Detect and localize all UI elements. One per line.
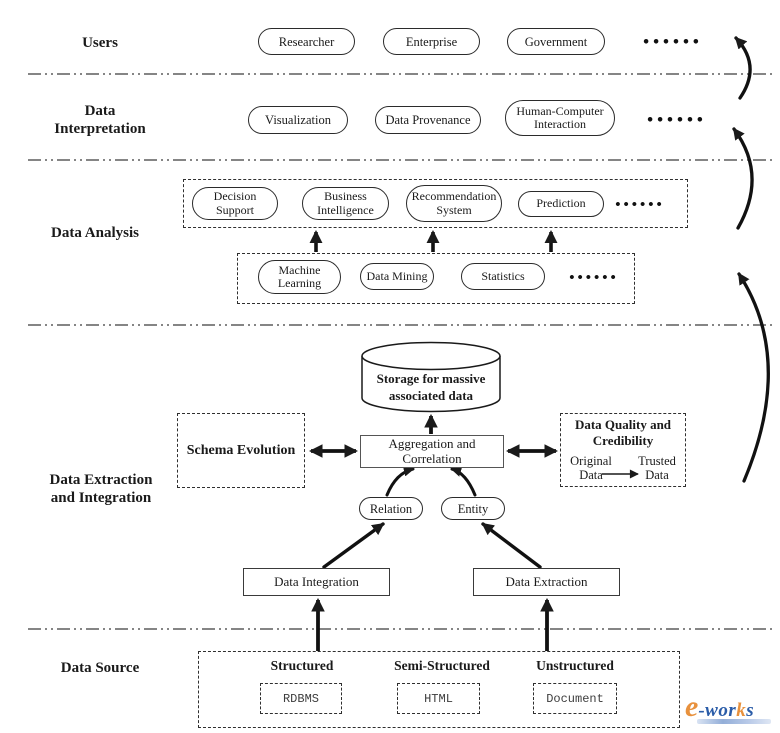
integration-to-relation-arrow	[322, 522, 385, 569]
logo-s: s	[746, 700, 755, 721]
node-aggregation-correlation: Aggregation and Correlation	[360, 435, 504, 468]
node-visualization: Visualization	[248, 106, 348, 134]
node-relation: Relation	[359, 497, 423, 520]
node-schema-evolution: Schema Evolution	[177, 413, 305, 488]
ellipsis-dots-interpretation: ••••••	[647, 109, 707, 129]
extraction-to-entity-arrow	[481, 522, 542, 569]
node-statistics: Statistics	[461, 263, 545, 290]
logo-wor: -wor	[698, 700, 737, 721]
source-category-semi-structured: Semi-Structured	[394, 658, 490, 673]
logo-e: e	[685, 690, 699, 723]
node-entity: Entity	[441, 497, 505, 520]
layer-label-data-analysis: Data Analysis	[51, 225, 139, 241]
node-data-extraction: Data Extraction	[473, 568, 620, 596]
node-data-integration: Data Integration	[243, 568, 390, 596]
layer-divider-lines	[28, 73, 774, 630]
data-quality-box	[560, 413, 686, 487]
node-recommendation-system: Recommendation System	[406, 185, 502, 222]
node-business-intelligence: Business Intelligence	[302, 187, 389, 220]
storage-label: Storage for massive associated data	[376, 371, 486, 403]
analysis-up-arrows	[309, 230, 558, 252]
layer-label-data-interpretation: Data Interpretation	[54, 103, 146, 138]
ellipsis-dots-users: ••••••	[643, 31, 703, 51]
relation-entity-curves	[385, 465, 477, 497]
entity-to-aggregation-arrow	[450, 466, 477, 497]
feedback-arrow-interpretation	[732, 127, 754, 230]
source-category-unstructured: Unstructured	[536, 658, 614, 673]
node-html: HTML	[397, 683, 480, 714]
layer-label-data-extraction-integration: Data Extraction and Integration	[49, 472, 153, 507]
logo-k: k	[736, 700, 747, 721]
layer-label-users: Users	[82, 35, 118, 51]
relation-to-aggregation-arrow	[385, 465, 415, 497]
ellipsis-dots-techniques: ••••••	[569, 269, 619, 286]
node-document: Document	[533, 683, 617, 714]
logo-underline-bar	[697, 719, 771, 724]
node-data-provenance: Data Provenance	[375, 106, 481, 134]
data-quality-title: Data Quality and Credibility	[574, 417, 672, 448]
node-prediction: Prediction	[518, 191, 604, 217]
feedback-arrow-analysis	[737, 272, 770, 483]
layer-label-data-source: Data Source	[60, 660, 140, 676]
node-researcher: Researcher	[258, 28, 355, 55]
storage-cylinder-icon	[361, 341, 501, 413]
feedback-arrow-users	[734, 36, 752, 100]
node-enterprise: Enterprise	[383, 28, 480, 55]
node-machine-learning: Machine Learning	[258, 260, 341, 294]
node-data-mining: Data Mining	[360, 263, 434, 290]
source-category-structured: Structured	[270, 658, 334, 673]
trusted-data-label: Trusted Data	[638, 454, 676, 483]
analysis-applications-box	[183, 179, 688, 228]
ellipsis-dots-applications: ••••••	[615, 196, 665, 213]
node-rdbms: RDBMS	[260, 683, 342, 714]
node-decision-support: Decision Support	[192, 187, 278, 220]
source-up-arrows	[311, 597, 554, 651]
original-data-label: Original Data	[570, 454, 612, 483]
node-human-computer-interaction: Human-Computer Interaction	[505, 100, 615, 136]
feedback-arrow-icons	[732, 36, 770, 483]
data-source-box	[198, 651, 680, 728]
diagonal-arrows	[322, 522, 542, 569]
node-government: Government	[507, 28, 605, 55]
analysis-techniques-box	[237, 253, 635, 304]
